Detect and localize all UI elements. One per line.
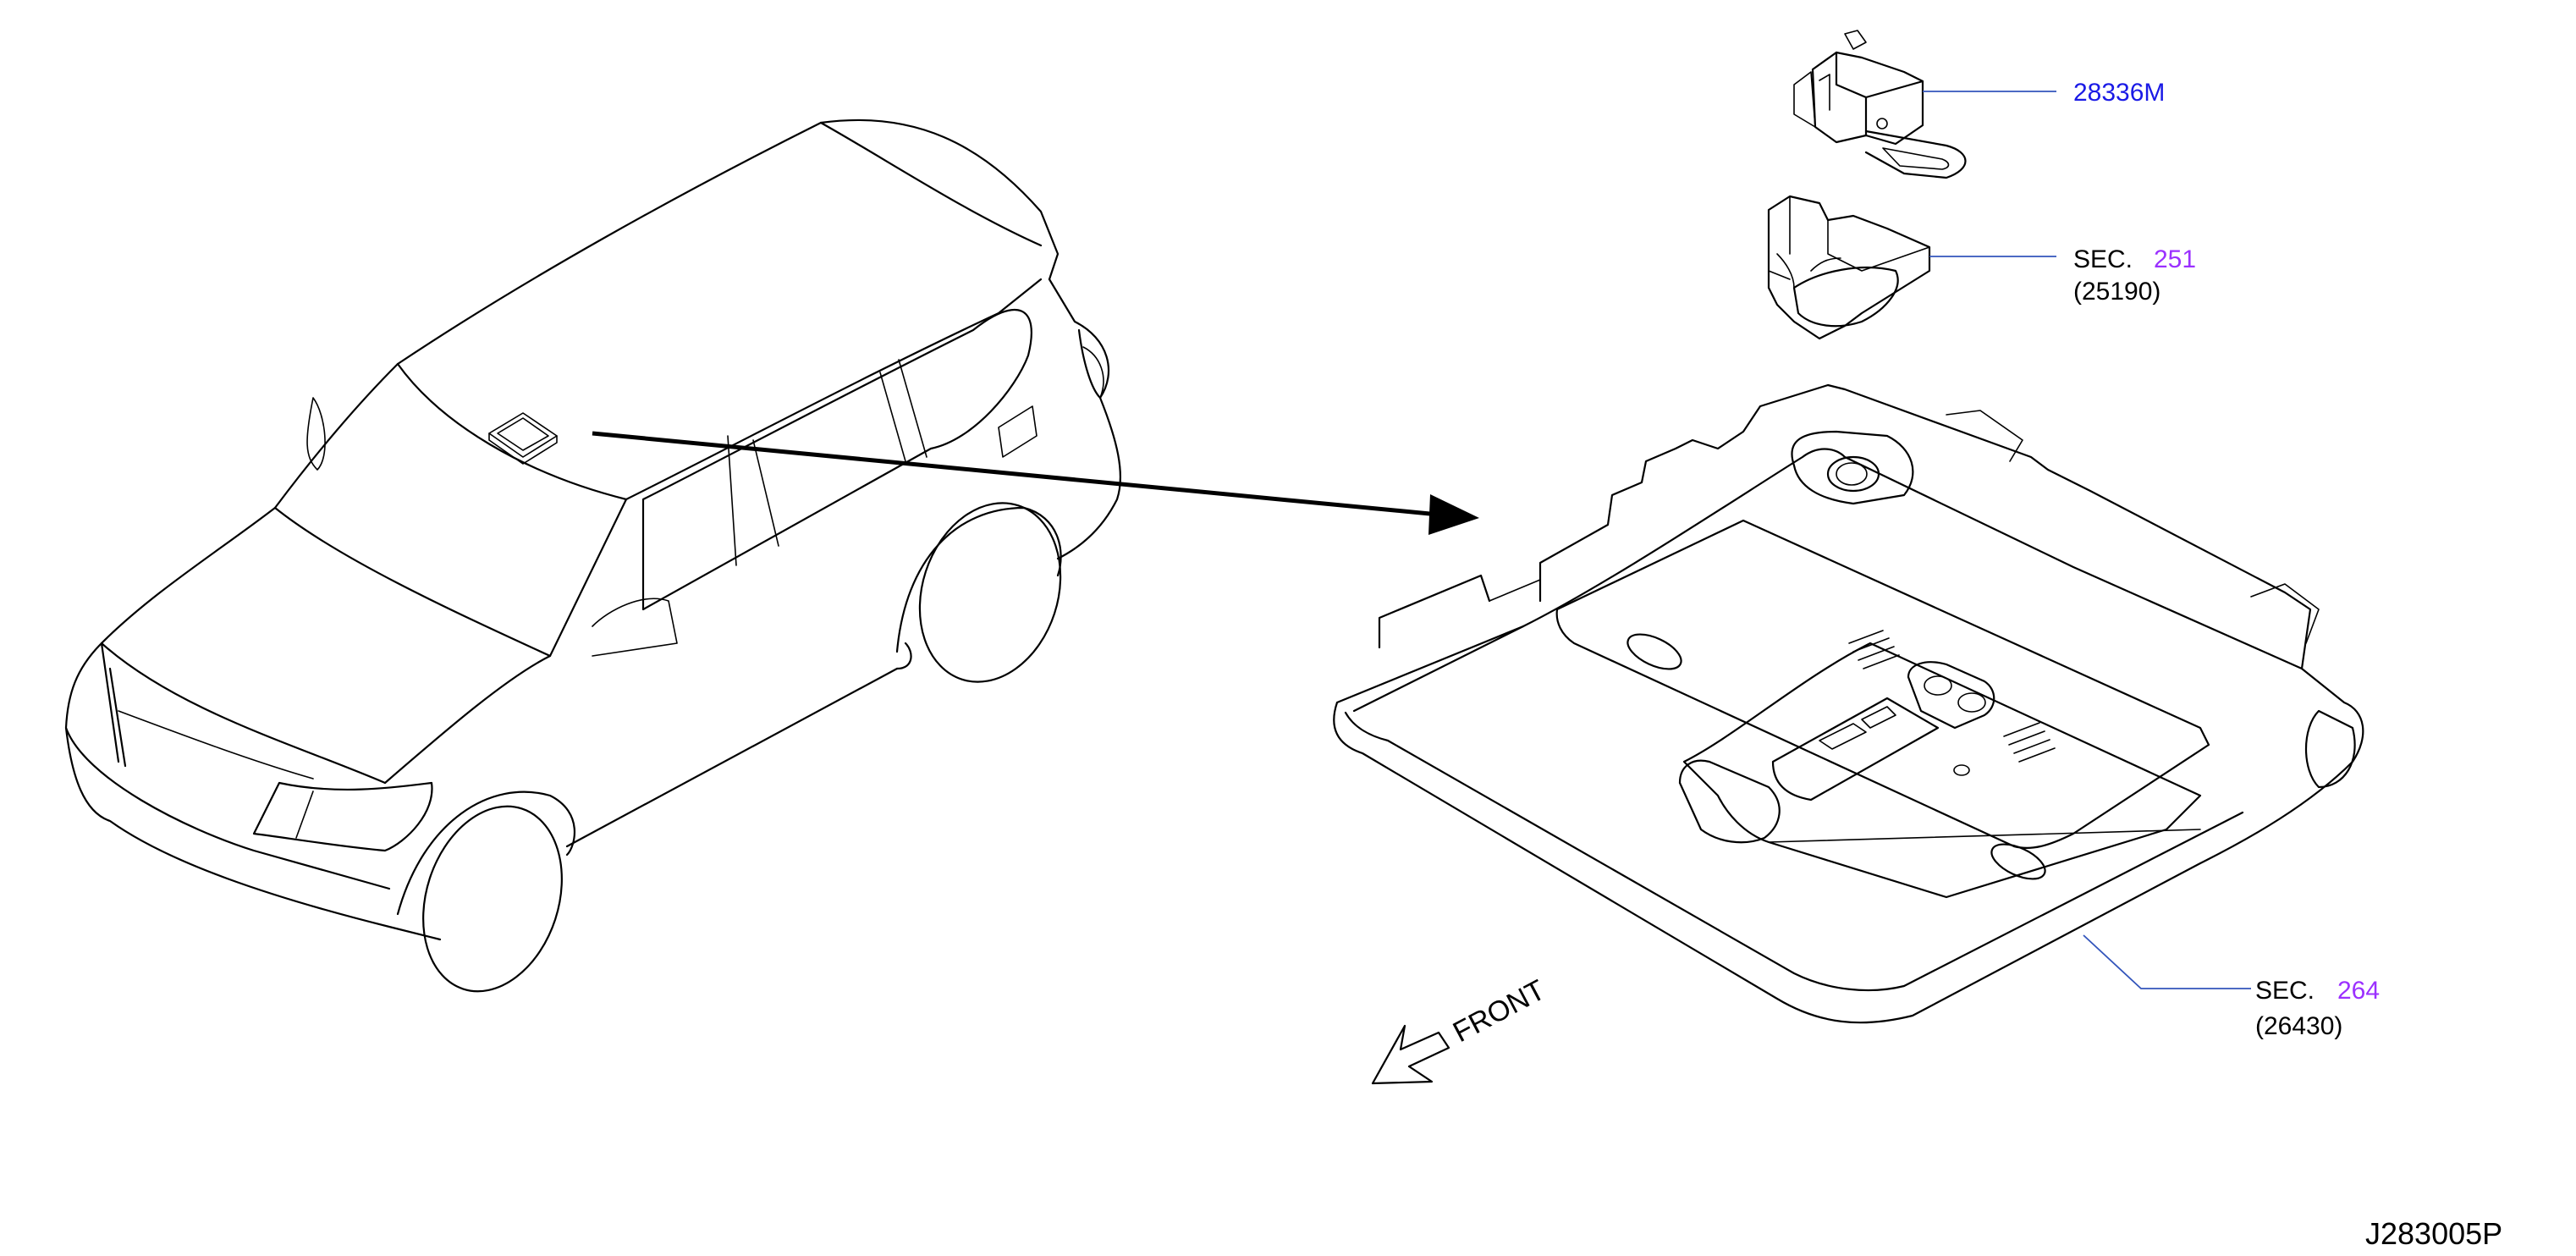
roof-sensor-icon [488, 412, 558, 465]
front-label: FRONT [1448, 974, 1550, 1049]
rain-light-sensor-icon [1793, 30, 1967, 179]
drawing-code: J283005P [2365, 1216, 2502, 1251]
sec-264-subnumber: (26430) [2255, 1012, 2342, 1040]
part-number-28336m[interactable]: 28336M [2073, 79, 2165, 107]
suv-outline-icon [64, 118, 1122, 993]
sec-264-prefix: SEC. [2255, 977, 2315, 1005]
front-direction-arrow-icon [1371, 1024, 1450, 1085]
detail-arrow [592, 431, 1479, 535]
sec-251-prefix: SEC. [2073, 245, 2133, 273]
sec-251-link[interactable]: 251 [2154, 245, 2196, 273]
sec-264-link[interactable]: 264 [2337, 977, 2380, 1005]
connector-icon [1767, 195, 1931, 340]
sec-251-subnumber: (25190) [2073, 278, 2160, 306]
overhead-console-icon [1333, 383, 2364, 1024]
